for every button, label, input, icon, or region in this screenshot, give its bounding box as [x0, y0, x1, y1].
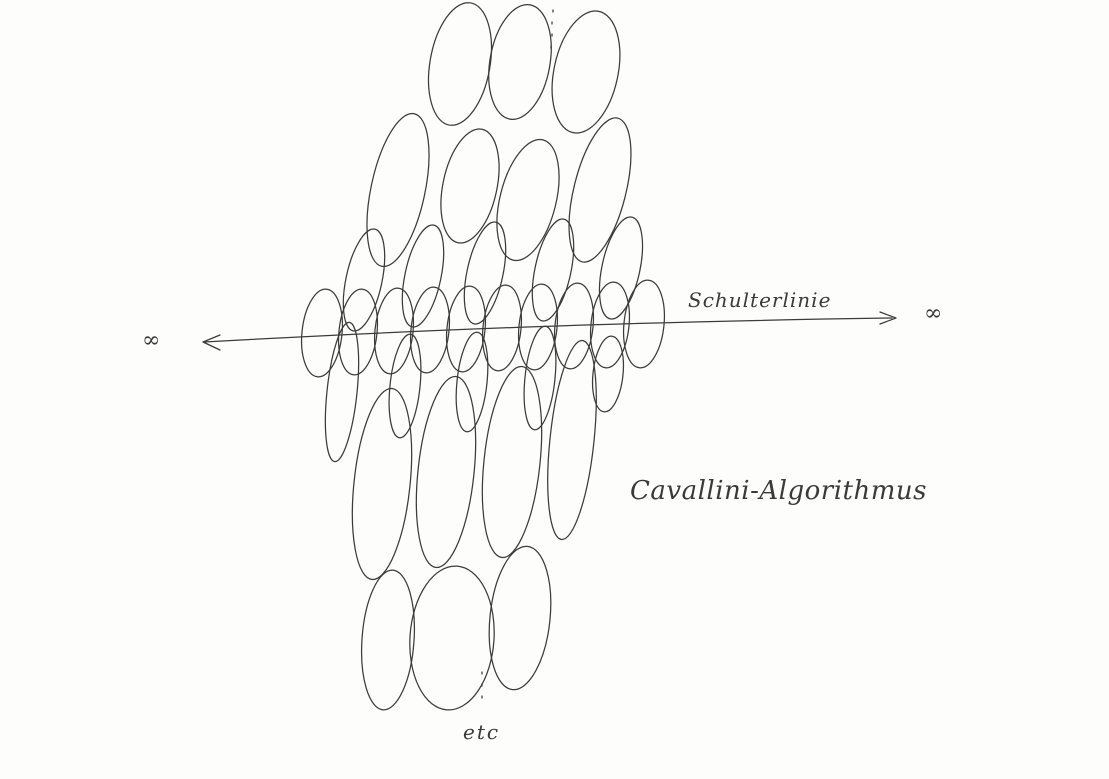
infinity-left-label: ∞ [142, 328, 161, 353]
arrowhead-right-icon [879, 311, 897, 325]
ellipse-row-upper-large [366, 112, 632, 268]
arrowhead-left-icon [202, 334, 221, 351]
continuation-label: etc [463, 720, 501, 744]
shoulder-line [202, 311, 897, 351]
vertical-axis-dots [481, 9, 554, 699]
ellipse-row-lower-large [351, 339, 597, 581]
infinity-right-label: ∞ [924, 301, 943, 326]
ellipse-row-lower-medium [324, 321, 625, 463]
shoulder-line-label: Schulterlinie [688, 288, 832, 312]
ellipse-row-upper-medium [342, 216, 644, 332]
diagram-title: Cavallini-Algorithmus [630, 476, 927, 506]
ellipse-row-center [300, 279, 666, 378]
ellipse-row-bottom [360, 545, 552, 711]
ellipse-row-top [427, 2, 621, 134]
